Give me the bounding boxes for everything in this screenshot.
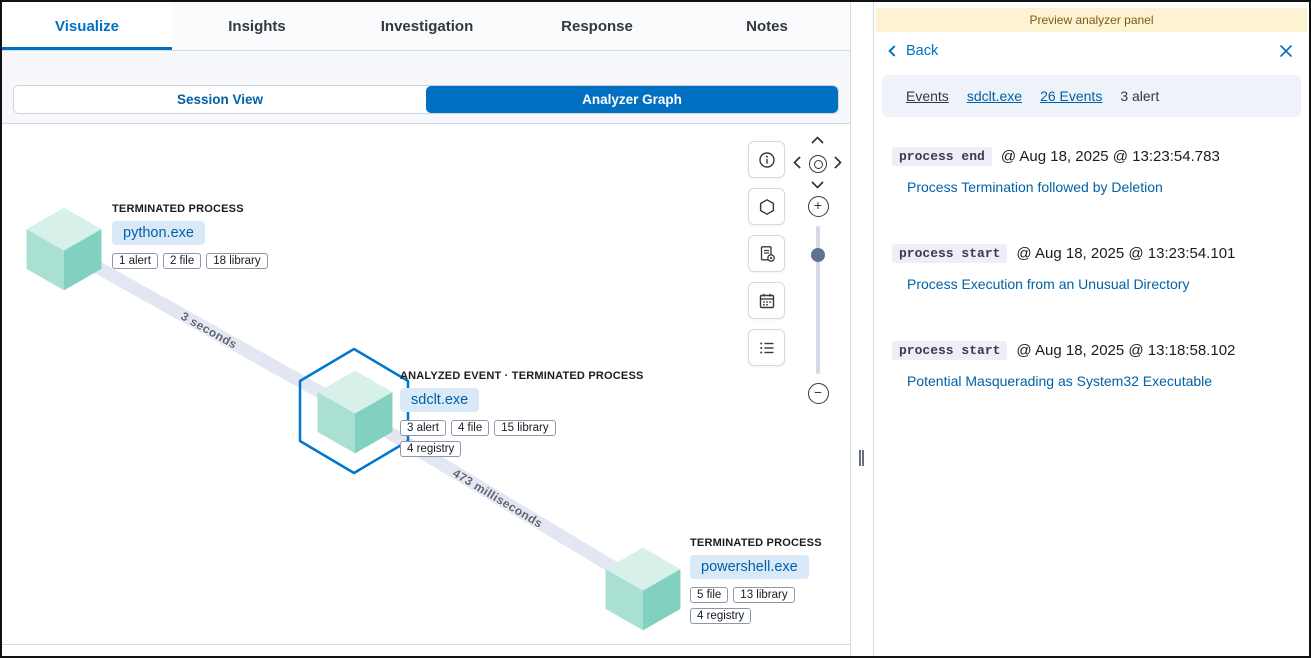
edge-duration-label: 473 milliseconds (450, 465, 546, 531)
tab-label: Notes (746, 17, 788, 35)
event-row: process end @ Aug 18, 2025 @ 13:23:54.78… (892, 147, 1291, 197)
view-toggle-bar: Session View Analyzer Graph (2, 51, 850, 123)
pan-right-button chevron-right-icon[interactable] (829, 156, 842, 169)
event-row: process start @ Aug 18, 2025 @ 13:18:58.… (892, 341, 1291, 391)
view-toggle: Session View Analyzer Graph (13, 85, 839, 114)
event-head: process start @ Aug 18, 2025 @ 13:18:58.… (892, 341, 1291, 360)
event-list: process end @ Aug 18, 2025 @ 13:23:54.78… (874, 117, 1309, 438)
zoom-in-button zoom-in-icon[interactable]: + (807, 196, 829, 217)
calendar-icon (759, 293, 774, 308)
tab-investigation[interactable]: Investigation (342, 2, 512, 50)
schema-button[interactable] (748, 235, 785, 272)
event-timestamp: @ Aug 18, 2025 @ 13:18:58.102 (1016, 342, 1236, 359)
analyzer-graph-canvas[interactable]: 3 seconds 473 milliseconds (2, 123, 850, 644)
panel-banner: Preview analyzer panel (876, 8, 1307, 32)
info-button[interactable] (748, 141, 785, 178)
node-meta-python: TERMINATED PROCESS python.exe 1 alert 2 … (112, 203, 287, 269)
event-row: process start @ Aug 18, 2025 @ 13:23:54.… (892, 244, 1291, 294)
center-camera-button target-icon[interactable] (809, 155, 827, 173)
count-badge[interactable]: 15 library (494, 420, 556, 436)
tab-insights[interactable]: Insights (172, 2, 342, 50)
edge-duration-label: 3 seconds (178, 308, 240, 352)
breadcrumb-event-count[interactable]: 26 Events (1040, 88, 1103, 104)
count-badge[interactable]: 18 library (206, 253, 268, 269)
horizontal-scrollbar-track[interactable] (2, 644, 850, 656)
document-gear-icon (760, 245, 775, 262)
event-type-badge: process end (892, 147, 992, 166)
count-badge[interactable]: 4 registry (690, 608, 752, 624)
zoom-out-button zoom-out-icon[interactable]: − (807, 383, 829, 404)
tab-response[interactable]: Response (512, 2, 682, 50)
breadcrumb-alert-count: 3 alert (1120, 88, 1160, 104)
analyzer-graph-button[interactable]: Analyzer Graph (426, 86, 838, 113)
panel-resize-handle[interactable] (859, 450, 864, 466)
selected-node-ring (298, 347, 410, 475)
preview-analyzer-panel: Preview analyzer panel Back Events sdclt… (873, 2, 1309, 656)
session-view-button[interactable]: Session View (14, 86, 426, 113)
count-badge[interactable]: 2 file (162, 253, 202, 269)
process-name-chip[interactable]: python.exe (112, 221, 205, 245)
tab-bar: Visualize Insights Investigation Respons… (2, 2, 850, 51)
count-badge[interactable]: 5 file (690, 587, 729, 603)
alert-rule-link[interactable]: Process Execution from an Unusual Direct… (907, 276, 1190, 292)
count-badge[interactable]: 4 file (450, 420, 490, 436)
process-node-sdclt-icon[interactable] (315, 369, 395, 455)
pan-left-button chevron-left-icon[interactable] (793, 156, 806, 169)
node-meta-sdclt: ANALYZED EVENT · TERMINATED PROCESS sdcl… (400, 370, 644, 457)
event-type-badge: process start (892, 244, 1008, 263)
count-badge[interactable]: 1 alert (112, 253, 158, 269)
panel-gutter (851, 2, 873, 656)
tab-label: Insights (228, 17, 286, 35)
process-node-python-icon[interactable] (24, 206, 104, 292)
main-area: Visualize Insights Investigation Respons… (2, 2, 851, 656)
pan-up-button chevron-up-icon[interactable] (811, 136, 824, 149)
event-list-icon (759, 342, 773, 353)
chevron-left-icon (888, 45, 900, 57)
node-badges: 5 file 13 library 4 registry (690, 587, 850, 624)
process-name-chip[interactable]: sdclt.exe (400, 388, 480, 412)
pan-controls (793, 134, 843, 196)
node-badges: 1 alert 2 file 18 library (112, 253, 287, 269)
event-head: process end @ Aug 18, 2025 @ 13:23:54.78… (892, 147, 1291, 166)
date-picker-button[interactable] (748, 282, 785, 319)
hexagon-icon (759, 198, 774, 215)
tab-label: Visualize (55, 17, 119, 35)
tab-label: Investigation (380, 17, 474, 35)
count-badge[interactable]: 13 library (733, 587, 795, 603)
node-kind-label: TERMINATED PROCESS (690, 537, 822, 549)
alert-rule-link[interactable]: Potential Masquerading as System32 Execu… (907, 373, 1213, 389)
count-badge[interactable]: 3 alert (400, 420, 446, 436)
count-badge[interactable]: 4 registry (400, 441, 462, 457)
zoom-slider[interactable] (811, 226, 825, 374)
zoom-slider-thumb[interactable] (811, 248, 825, 262)
pan-down-button chevron-down-icon[interactable] (811, 176, 824, 189)
node-badges: 3 alert 4 file 15 library 4 registry (400, 420, 578, 457)
node-kind-label: TERMINATED PROCESS (112, 203, 244, 215)
info-icon (758, 151, 775, 168)
alert-rule-link[interactable]: Process Termination followed by Deletion (907, 179, 1163, 195)
close-icon (1280, 45, 1292, 57)
event-timestamp: @ Aug 18, 2025 @ 13:23:54.101 (1016, 245, 1236, 262)
event-timestamp: @ Aug 18, 2025 @ 13:23:54.783 (1000, 148, 1220, 165)
event-list-button[interactable] (748, 329, 785, 366)
node-kind-label: ANALYZED EVENT · TERMINATED PROCESS (400, 370, 644, 382)
breadcrumb-events[interactable]: Events (906, 88, 949, 104)
panel-nav: Back (874, 32, 1309, 67)
close-button[interactable] (1279, 44, 1293, 58)
tab-label: Response (561, 17, 633, 35)
event-type-badge: process start (892, 341, 1008, 360)
graph-toolbar (748, 141, 785, 366)
tab-notes[interactable]: Notes (682, 2, 852, 50)
back-button[interactable]: Back (888, 43, 939, 59)
process-name-chip[interactable]: powershell.exe (690, 555, 809, 579)
node-legend-button[interactable] (748, 188, 785, 225)
zoom-control: + − (806, 196, 830, 404)
node-meta-powershell: TERMINATED PROCESS powershell.exe 5 file… (690, 537, 850, 624)
back-label: Back (906, 43, 939, 59)
process-node-powershell-icon[interactable] (603, 546, 683, 632)
tab-visualize[interactable]: Visualize (2, 2, 172, 50)
breadcrumb: Events sdclt.exe 26 Events 3 alert (882, 75, 1301, 117)
event-head: process start @ Aug 18, 2025 @ 13:23:54.… (892, 244, 1291, 263)
breadcrumb-process[interactable]: sdclt.exe (966, 88, 1023, 104)
